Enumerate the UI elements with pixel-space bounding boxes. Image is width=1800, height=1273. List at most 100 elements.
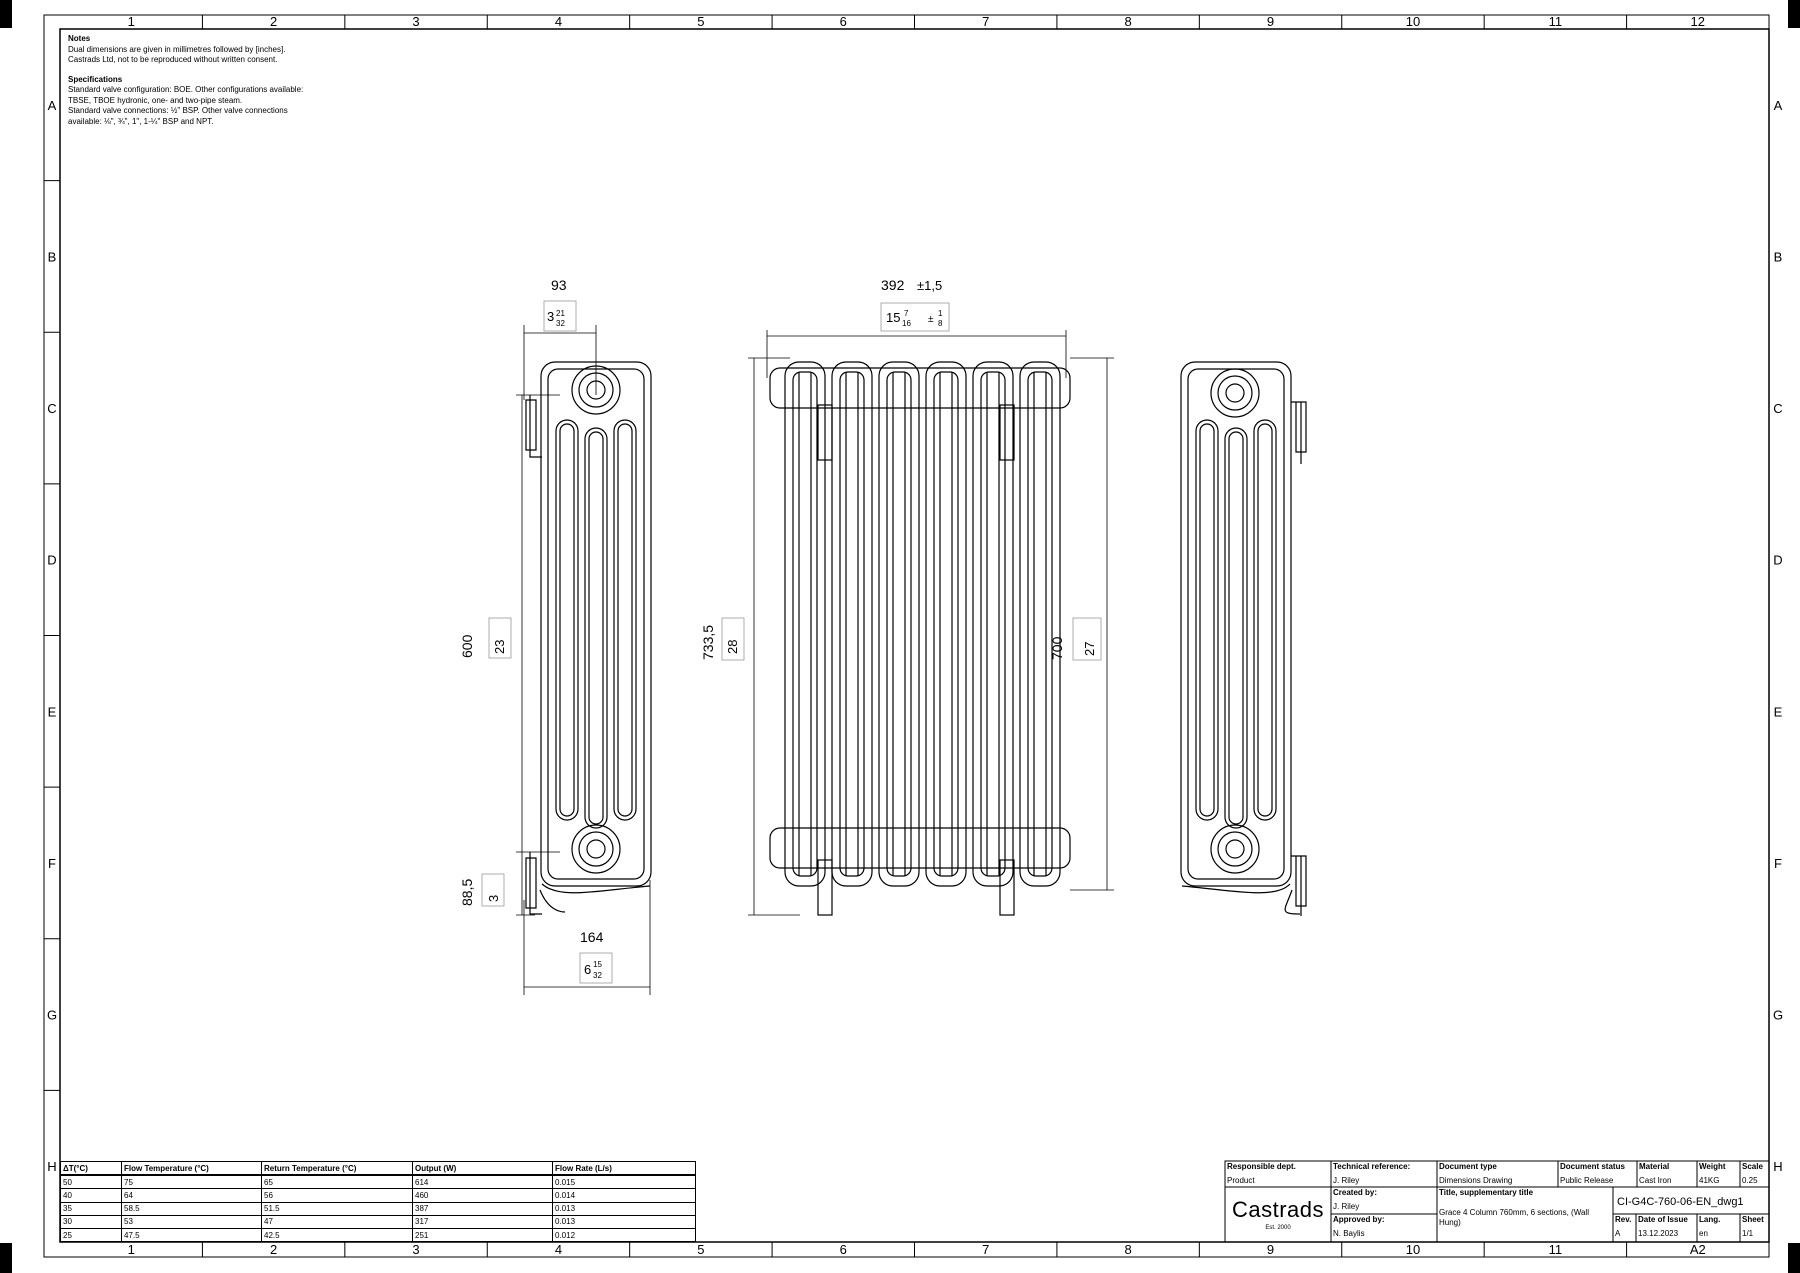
cell: 51.5: [261, 1201, 413, 1216]
dim-box-centres: [488, 617, 512, 659]
cell: 0.014: [552, 1188, 696, 1203]
side-view-right: [1180, 361, 1307, 916]
zone-label-col: 6: [840, 14, 847, 29]
tb-value: 41KG: [1699, 1176, 1720, 1185]
tb-label: Date of Issue: [1638, 1215, 1688, 1224]
tb-rev: Rev. A: [1613, 1214, 1636, 1242]
dim-floor-mm: 88,5: [459, 879, 475, 906]
dim-width-tol-num: 1: [938, 309, 943, 318]
zone-label-col: 1: [128, 1242, 135, 1257]
valve-right-bottom: [999, 859, 1015, 916]
cell: 460: [412, 1188, 553, 1203]
zone-label-row: A: [48, 98, 57, 113]
radiator-section: [1019, 361, 1061, 887]
dim-depth-in-num: 15: [593, 960, 602, 969]
tb-label: Document type: [1439, 1162, 1497, 1171]
tb-label: Weight: [1699, 1162, 1726, 1171]
zone-label-row: E: [48, 704, 57, 719]
outer-frame: [43, 14, 1770, 1258]
cell: 25: [60, 1227, 122, 1243]
bottom-manifold: [769, 827, 1071, 869]
table-header-row: ΔT(°C) Flow Temperature (°C) Return Temp…: [60, 1161, 696, 1177]
radiator-section: [878, 361, 920, 887]
zone-label-row: G: [47, 1008, 57, 1023]
tb-responsible: Responsible dept. Product: [1225, 1161, 1331, 1187]
tb-value: A: [1615, 1229, 1621, 1238]
notes-line: Dual dimensions are given in millimetres…: [68, 44, 286, 54]
dim-width-in-den: 16: [902, 319, 911, 328]
zone-label-col: 5: [697, 14, 704, 29]
spec-line: Standard valve connections: ½" BSP. Othe…: [68, 106, 288, 115]
tb-approved: Approved by: N. Baylis: [1331, 1214, 1437, 1242]
cell: 251: [412, 1227, 553, 1243]
col-header-flow-temp: Flow Temperature (°C): [121, 1161, 262, 1177]
tb-value: 13.12.2023: [1638, 1229, 1679, 1238]
dim-depth-mm: 164: [580, 929, 604, 945]
dim-depth-top-in-frac: 21: [556, 309, 565, 318]
zone-label-row: C: [1773, 401, 1782, 416]
tb-created: Created by: J. Riley: [1331, 1187, 1437, 1214]
notes-block: Notes Dual dimensions are given in milli…: [68, 34, 368, 127]
tb-label: Created by:: [1333, 1188, 1378, 1197]
valve-left-top: [817, 404, 833, 461]
dim-section-h-mm: 700: [1049, 636, 1065, 660]
tb-value: 1/1: [1742, 1229, 1754, 1238]
tb-weight: Weight 41KG: [1697, 1161, 1740, 1187]
section-column: [933, 371, 959, 877]
tb-label: Scale: [1742, 1162, 1763, 1171]
logo-est: Est. 2000: [1265, 1225, 1291, 1231]
tb-docstatus: Document status Public Release: [1558, 1161, 1637, 1187]
spec-line: Standard valve configuration: BOE. Other…: [68, 85, 304, 94]
tb-scale: Scale 0.25: [1740, 1161, 1769, 1187]
zone-label-row: H: [47, 1159, 56, 1174]
zone-label-col: 1: [128, 14, 135, 29]
tb-value: Grace 4 Column 760mm, 6 sections, (Wall …: [1439, 1208, 1589, 1227]
section-column: [886, 371, 912, 877]
dim-depth-in: 6: [584, 962, 591, 977]
cell: 317: [412, 1214, 553, 1229]
tb-sheet: Sheet 1/1: [1740, 1214, 1769, 1242]
radiator-section: [831, 361, 873, 887]
cell: 47: [261, 1214, 413, 1229]
notes-line: Castrads Ltd, not to be reproduced witho…: [68, 55, 278, 64]
tb-label: Lang.: [1699, 1215, 1721, 1224]
dim-box-width: [880, 302, 950, 332]
zone-label-col: 4: [555, 14, 562, 29]
zone-label-col: 9: [1267, 14, 1274, 29]
zone-label-row: F: [1774, 856, 1782, 871]
zone-label-row: D: [47, 553, 56, 568]
dim-box-section-h: [1072, 617, 1102, 661]
corner-mark-bl: [0, 1243, 12, 1273]
tb-value: Cast Iron: [1639, 1176, 1672, 1185]
radiator-section: [784, 361, 826, 887]
dim-box-floor: [481, 873, 505, 907]
col-header-delta-t: ΔT(°C): [60, 1161, 122, 1177]
tb-issue: Date of Issue 13.12.2023: [1636, 1214, 1697, 1242]
radiator-section: [925, 361, 967, 887]
top-manifold: [769, 367, 1071, 409]
zone-label-col: 7: [982, 14, 989, 29]
cell: 30: [60, 1214, 122, 1229]
zone-label-col: 8: [1125, 14, 1132, 29]
tb-techref: Technical reference: J. Riley: [1331, 1161, 1437, 1187]
front-view: [769, 361, 1071, 916]
cell: 0.013: [552, 1214, 696, 1229]
cell: 35: [60, 1201, 122, 1216]
zone-label-col: 2: [270, 14, 277, 29]
cell: 47.5: [121, 1227, 262, 1243]
col-header-flow-rate: Flow Rate (L/s): [552, 1161, 696, 1177]
zone-label-row: H: [1773, 1159, 1782, 1174]
tb-label: Approved by:: [1333, 1215, 1385, 1224]
cell: 53: [121, 1214, 262, 1229]
dim-depth-top-mm: 93: [551, 277, 567, 293]
tb-doctype: Document type Dimensions Drawing: [1437, 1161, 1558, 1187]
zone-label-col: 11: [1549, 1242, 1563, 1257]
tb-value: 0.25: [1742, 1176, 1758, 1185]
cell: 56: [261, 1188, 413, 1203]
cell: 42.5: [261, 1227, 413, 1243]
